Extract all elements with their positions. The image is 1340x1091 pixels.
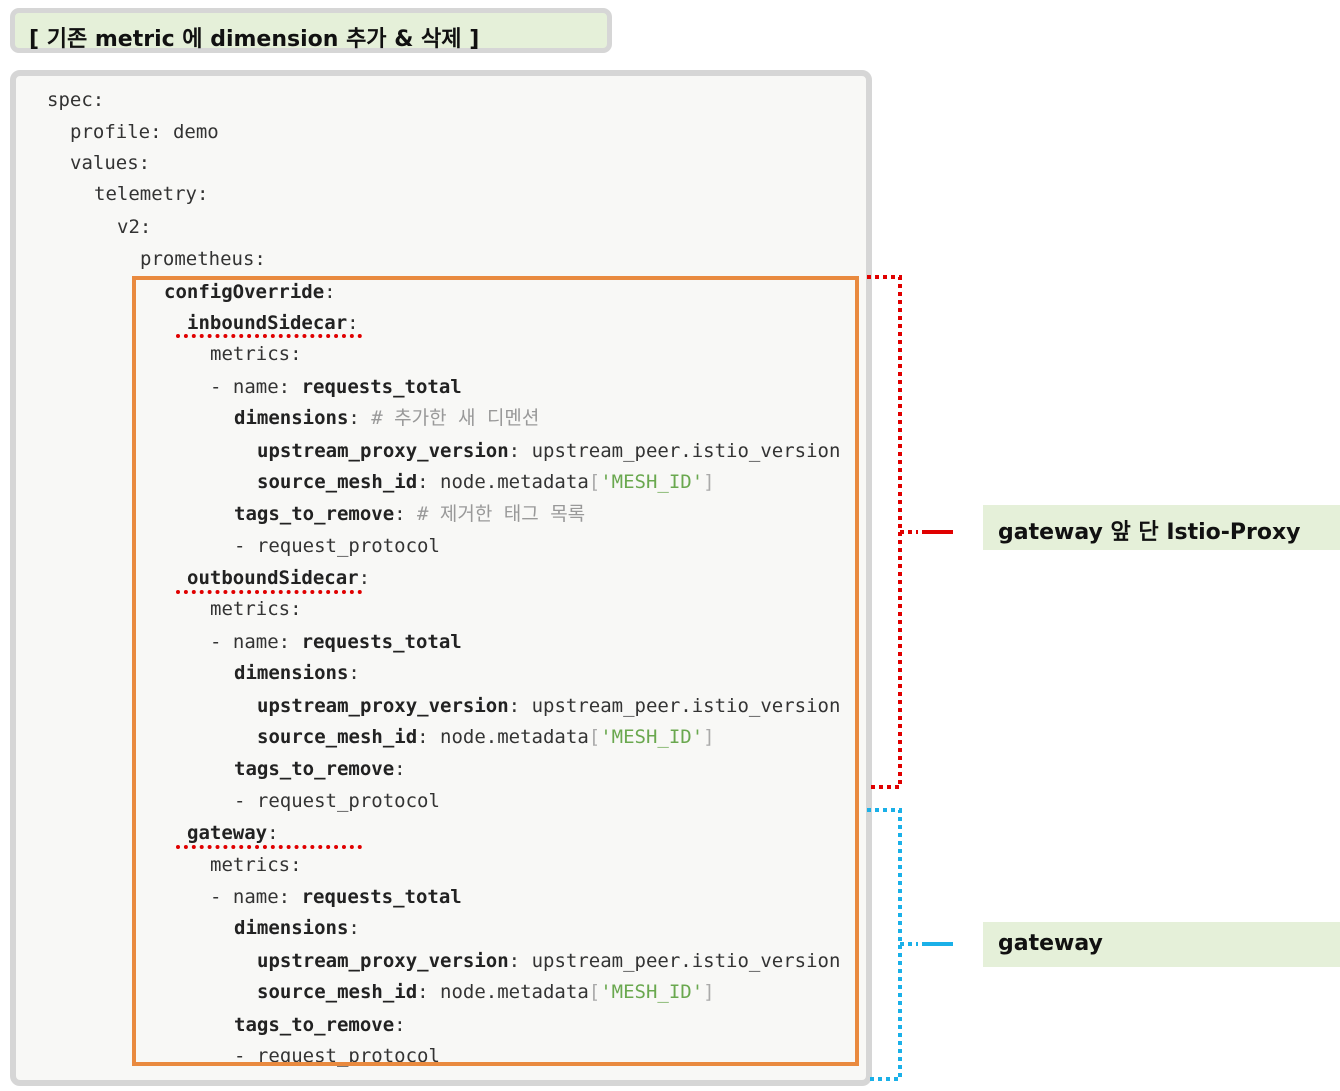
code-line-dimensions: dimensions: # 추가한 새 디멘션 xyxy=(234,407,540,429)
key-v2: v2 xyxy=(117,216,140,238)
code-line-section-name: inboundSidecar: xyxy=(187,312,359,334)
code-line-dimensions: dimensions: xyxy=(234,662,360,684)
code-panel: spec: profile: demo values: telemetry: v… xyxy=(10,70,872,1086)
key-profile: profile xyxy=(70,121,151,143)
gateway-bracket xyxy=(867,808,902,1081)
key-inbound-sidecar: inboundSidecar xyxy=(187,312,348,334)
code-line-dim1: upstream_proxy_version: upstream_peer.is… xyxy=(257,950,841,972)
key-telemetry: telemetry xyxy=(94,183,197,205)
code-line-tags-to-remove: tags_to_remove: xyxy=(234,1014,406,1036)
code-line-values: values: xyxy=(70,152,151,174)
code-line-metric-name: - name: requests_total xyxy=(210,631,462,653)
code-line-metric-name: - name: requests_total xyxy=(210,886,462,908)
code-line-dim2: source_mesh_id: node.metadata['MESH_ID'] xyxy=(257,726,715,748)
code-line-tag-item: - request_protocol xyxy=(234,535,440,557)
code-line-metrics: metrics: xyxy=(210,343,302,365)
code-line-dim1: upstream_proxy_version: upstream_peer.is… xyxy=(257,695,841,717)
gateway-label-box: gateway xyxy=(983,922,1340,967)
code-line-tag-item: - request_protocol xyxy=(234,790,440,812)
code-line-dimensions: dimensions: xyxy=(234,917,360,939)
value-profile: demo xyxy=(172,121,219,143)
key-prometheus: prometheus xyxy=(140,248,255,270)
code-line-prometheus: prometheus: xyxy=(140,248,266,270)
outbound-sidecar-underline xyxy=(176,590,362,594)
key-config-override: configOverride xyxy=(164,281,325,303)
code-line-config-override: configOverride: xyxy=(164,281,336,303)
code-line-spec: spec: xyxy=(47,89,105,111)
page-title: [ 기존 metric 에 dimension 추가 & 삭제 ] xyxy=(29,27,480,52)
code-line-section-name: outboundSidecar: xyxy=(187,567,371,589)
sidecar-bracket xyxy=(867,275,902,789)
code-line-metric-name: - name: requests_total xyxy=(210,376,462,398)
code-line-tags-to-remove: tags_to_remove: # 제거한 태그 목록 xyxy=(234,503,586,525)
title-box: [ 기존 metric 에 dimension 추가 & 삭제 ] xyxy=(10,8,612,53)
comment-tags: # 제거한 태그 목록 xyxy=(417,503,586,525)
code-line-metrics: metrics: xyxy=(210,598,302,620)
code-line-tags-to-remove: tags_to_remove: xyxy=(234,758,406,780)
key-gateway: gateway xyxy=(187,822,268,844)
key-values: values xyxy=(70,152,139,174)
comment-dimensions: # 추가한 새 디멘션 xyxy=(371,407,540,429)
code-line-dim2: source_mesh_id: node.metadata['MESH_ID'] xyxy=(257,471,715,493)
code-line-v2: v2: xyxy=(117,216,152,238)
code-line-section-name: gateway: xyxy=(187,822,279,844)
sidecar-label: gateway 앞 단 Istio-Proxy xyxy=(998,520,1301,545)
code-line-profile: profile: demo xyxy=(70,121,219,143)
code-line-tag-item: - request_protocol xyxy=(234,1045,440,1067)
sidecar-label-box: gateway 앞 단 Istio-Proxy xyxy=(983,505,1340,550)
gateway-underline xyxy=(176,845,362,849)
code-line-metrics: metrics: xyxy=(210,854,302,876)
inbound-sidecar-underline xyxy=(176,334,362,338)
config-override-highlight-box xyxy=(132,276,859,1066)
key-spec: spec xyxy=(47,89,93,111)
key-outbound-sidecar: outboundSidecar xyxy=(187,567,359,589)
code-line-dim1: upstream_proxy_version: upstream_peer.is… xyxy=(257,440,841,462)
gateway-label: gateway xyxy=(998,931,1103,956)
code-line-dim2: source_mesh_id: node.metadata['MESH_ID'] xyxy=(257,981,715,1003)
code-line-telemetry: telemetry: xyxy=(94,183,209,205)
